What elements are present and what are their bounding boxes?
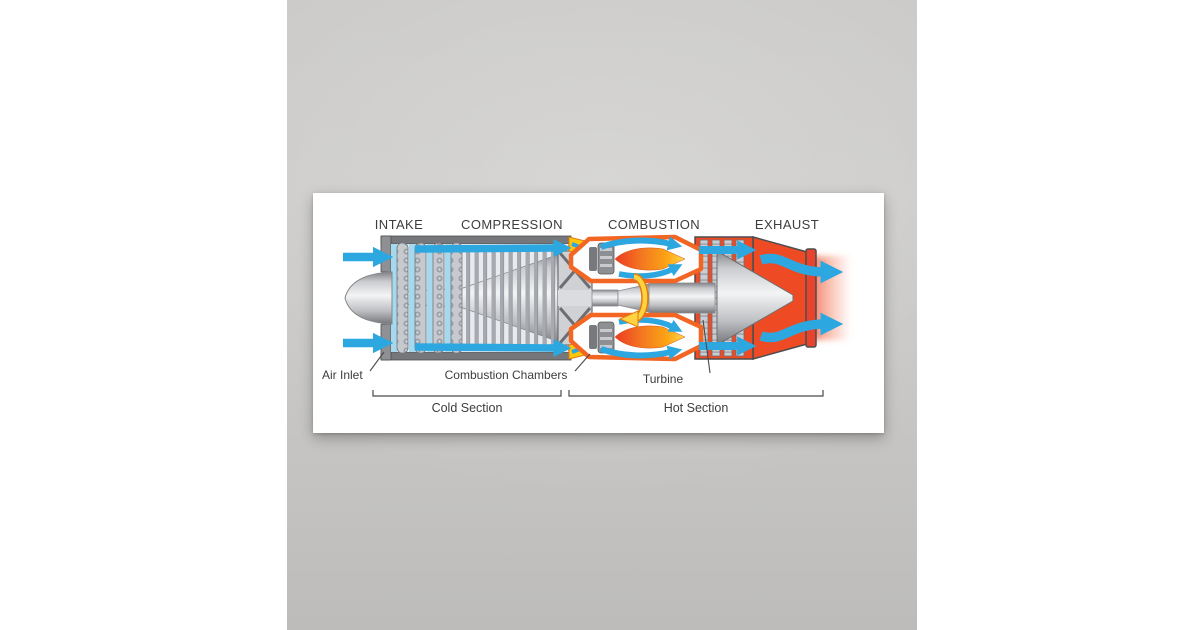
callout-lines [369,319,711,374]
callout-turbine: Turbine [643,372,684,386]
section-label-combustion: COMBUSTION [608,217,700,232]
nose-cone [344,271,393,325]
airflow-arrow-icon [759,253,844,284]
jet-engine-diagram-poster: INTAKE COMPRESSION COMBUSTION EXHAUST [313,193,884,433]
callout-air-inlet: Air Inlet [322,368,363,382]
airflow-arrow-icon [618,264,683,279]
tail-cone [716,250,794,346]
hot-section-label: Hot Section [664,401,729,415]
engine-diagram: INTAKE COMPRESSION COMBUSTION EXHAUST [322,217,851,415]
airflow-arrow-icon [414,338,572,357]
callout-combustion-chambers: Combustion Chambers [445,368,568,382]
section-label-exhaust: EXHAUST [755,217,819,232]
section-label-intake: INTAKE [375,217,423,232]
rotation-arrow-icon [618,273,649,328]
compressor-airflow-arrows [414,239,572,357]
airflow-arrow-icon [599,236,683,251]
flame-icon [614,247,686,271]
hot-section-bracket [568,390,824,397]
section-label-compression: COMPRESSION [461,217,563,232]
airflow-arrow-icon [414,239,572,258]
engine-shaft [591,282,716,314]
cold-section-label: Cold Section [432,401,503,415]
compressor [390,242,572,354]
combustion-chamber [568,234,704,284]
cold-section-bracket [372,390,562,397]
airflow-arrow-icon [759,312,844,343]
exhaust-airflow-arrows [759,253,844,343]
intake-airflow-arrows [343,246,394,354]
